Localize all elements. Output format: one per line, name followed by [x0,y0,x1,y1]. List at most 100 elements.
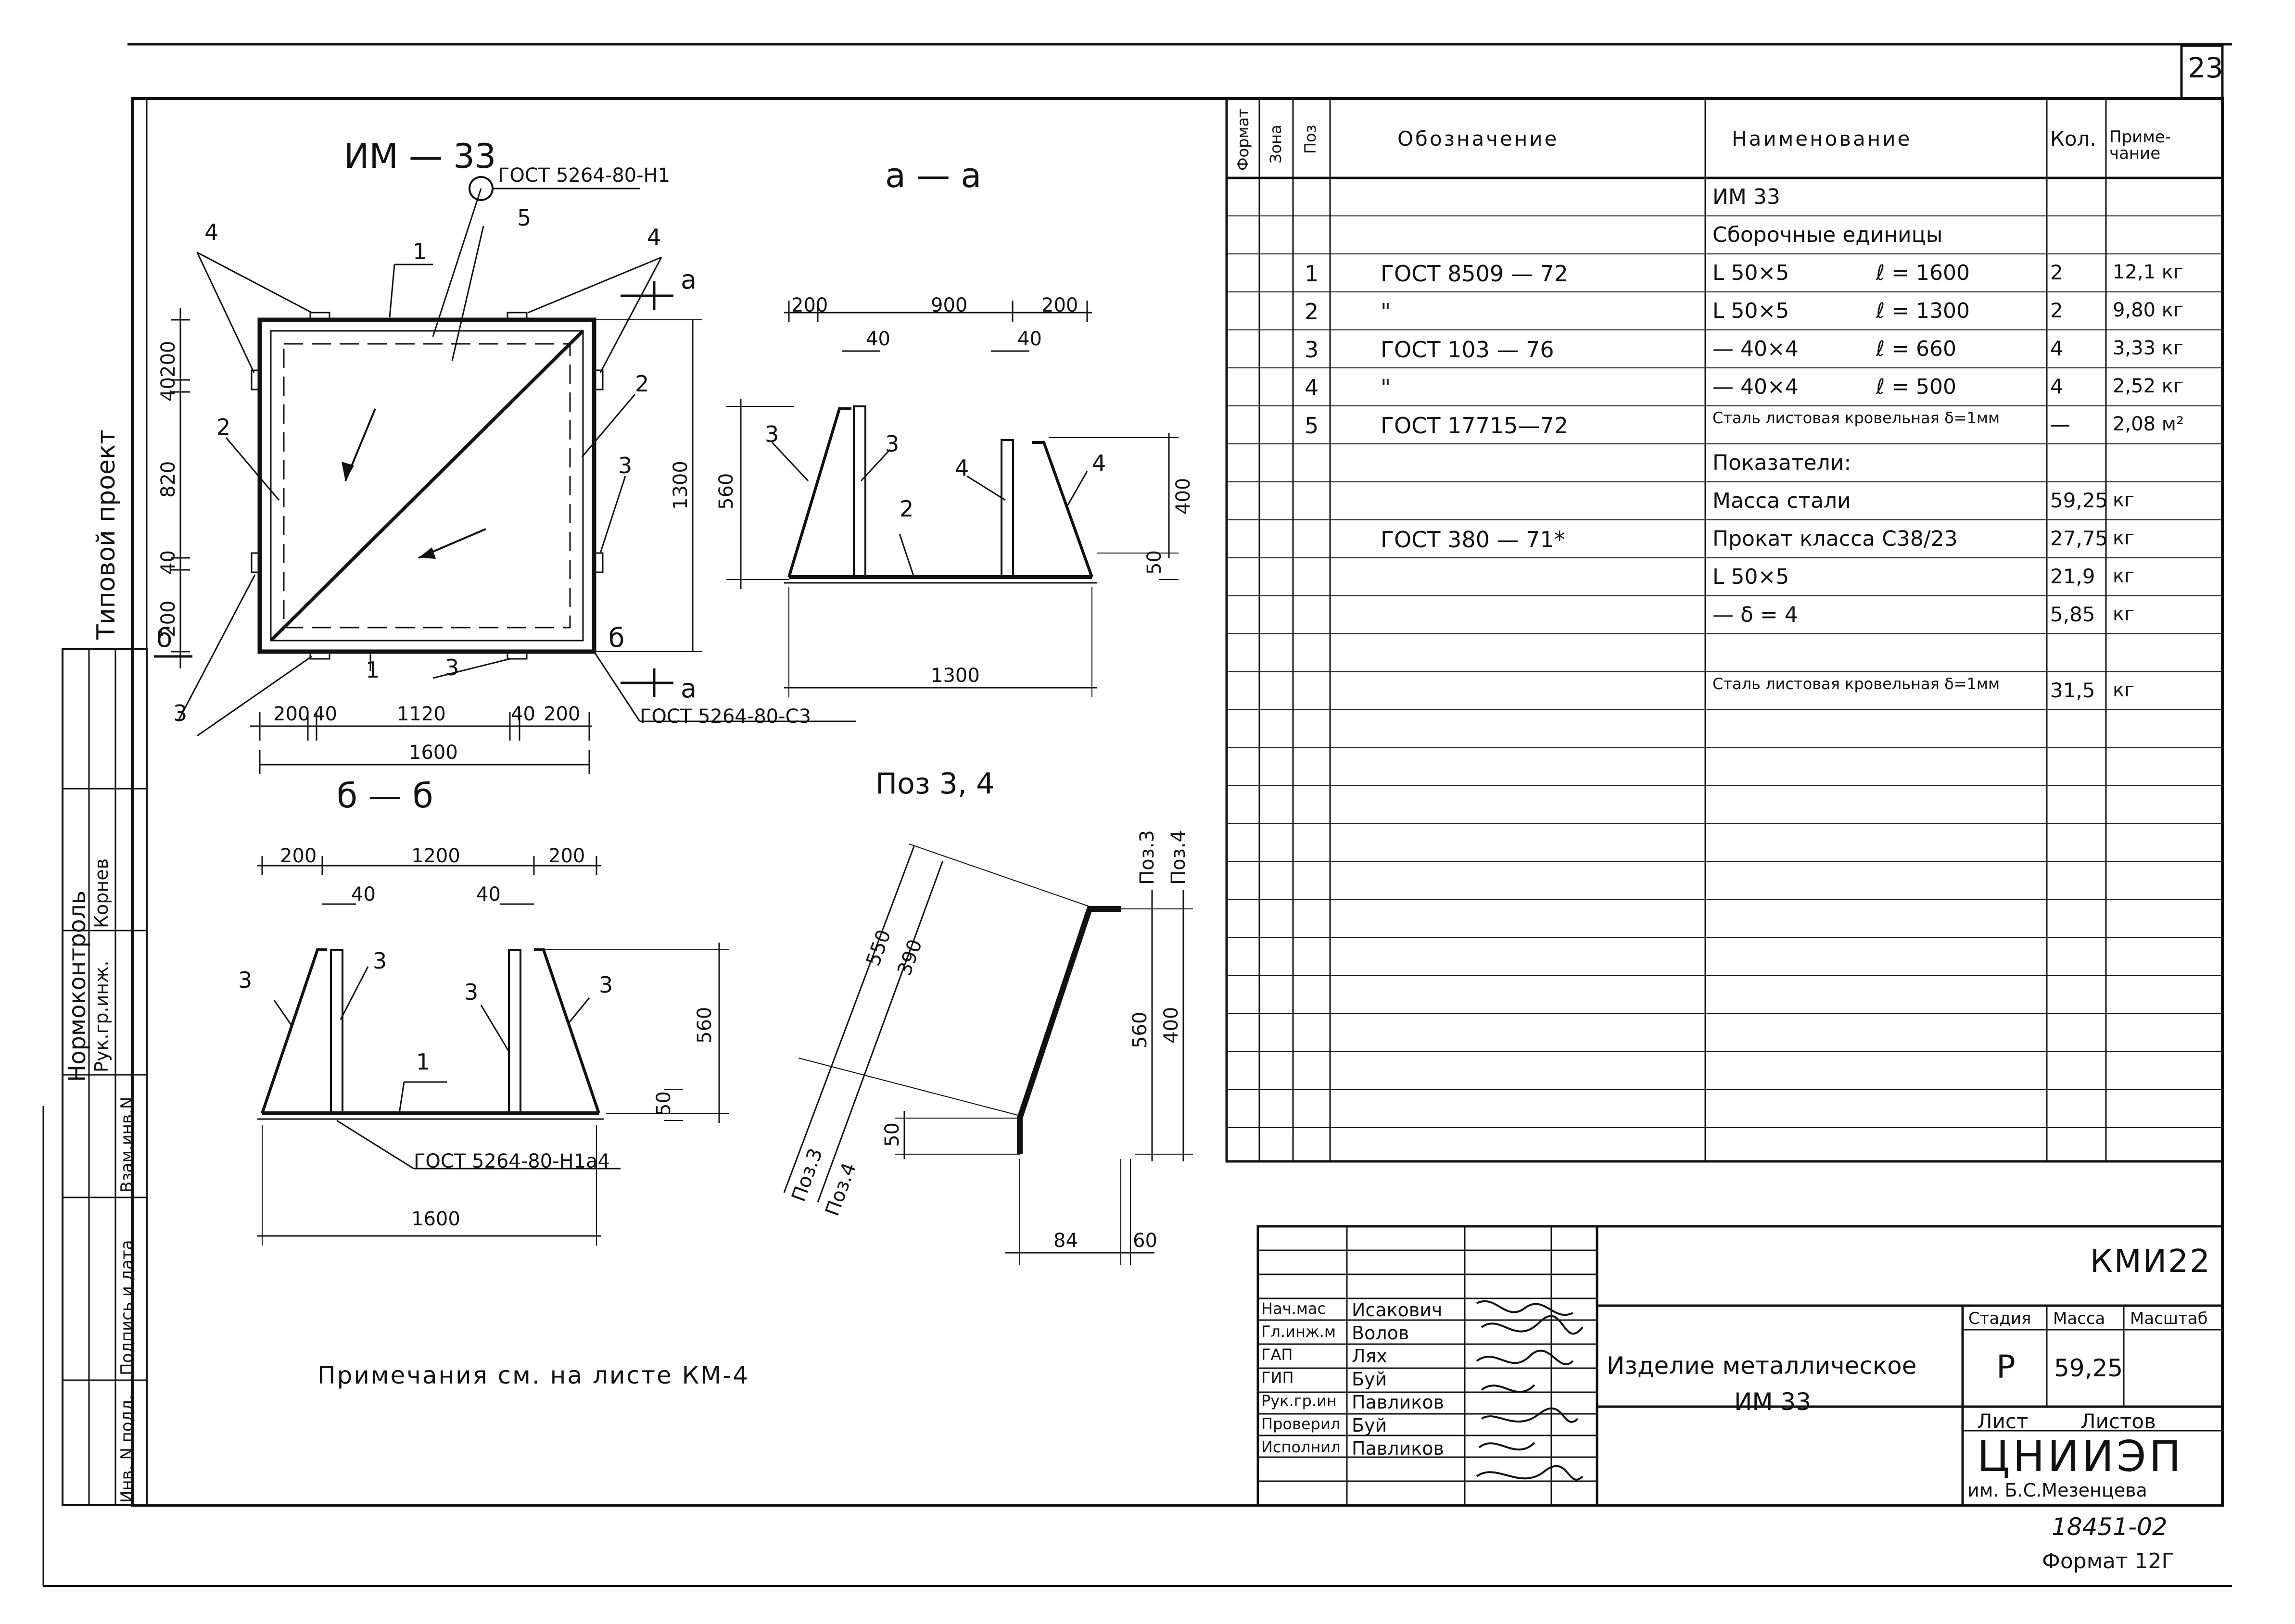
person-name: Павликов [1352,1392,1444,1413]
spec-cell-qty: 4 [2050,375,2063,398]
spec-header-qty: Кол. [2050,127,2096,151]
normocontrol-label: Нормоконтроль [64,890,91,1082]
bb-callout-3-a: 3 [238,967,253,993]
poz4-label-top: Поз.4 [1167,830,1190,885]
spec-cell-note: кг [2113,679,2135,701]
spec-cell-oboz: ГОСТ 380 — 71* [1381,527,1565,553]
spec-header-poz: Поз [1301,125,1319,154]
spec-cell-qty: 31,5 [2050,679,2095,702]
callout-3-bottom: 3 [445,655,459,680]
notes-text: Примечания см. на листе КМ-4 [317,1361,750,1389]
dim-aa-h2: 400 [1172,478,1194,515]
page-number: 23 [2188,51,2223,84]
spec-cell-note: кг [2113,565,2135,587]
product-line1: Изделие металлическое [1607,1352,1917,1380]
bb-callout-3-b: 3 [373,948,387,974]
strip-role-1: Взам.инв.N [117,1096,137,1193]
dim-main-w-0: 200 [273,703,310,725]
main-view-title: ИМ — 33 [344,137,496,176]
spec-cell-qty: 2 [2050,299,2063,322]
callout-4-left: 4 [204,219,219,245]
spec-cell-note: 3,33 кг [2113,337,2183,359]
spec-cell-name: Сталь листовая кровельная δ=1мм [1712,409,2000,427]
dim-bb-top-0: 200 [280,845,317,867]
spec-cell-poz: 2 [1305,299,1319,325]
spec-cell-poz: 3 [1305,337,1319,363]
spec-cell-name: Сборочные единицы [1712,223,1943,247]
stage-value: Р [1996,1348,2016,1385]
spec-cell-len: ℓ = 1300 [1876,299,1970,323]
strip-name-0: Корнев [91,858,112,928]
spec-header-note: Приме-чание [2109,127,2171,163]
dim-poz-w1: 84 [1053,1230,1078,1252]
section-b-title: б — б [337,776,433,816]
dim-main-w-2: 1120 [397,703,446,725]
dim-main-w-4: 200 [544,703,581,725]
spec-cell-note: кг [2113,527,2135,549]
person-name: Буй [1352,1369,1387,1390]
dim-main-w-1: 40 [313,703,337,725]
dim-poz-h1: 560 [1129,1011,1151,1048]
org-name: ЦНИИЭП [1977,1432,2184,1481]
person-name: Павликов [1352,1438,1444,1459]
person-role: ГАП [1261,1346,1293,1364]
dim-main-h-1: 40 [157,377,179,402]
aa-callout-3-left: 3 [765,421,779,447]
cut-b-left: б [156,623,173,653]
spec-cell-len: ℓ = 660 [1876,337,1956,361]
dim-aa-top-2: 200 [1041,294,1078,316]
dim-aa-w: 1300 [931,665,980,687]
sheets-label: Листов [2080,1410,2156,1433]
spec-cell-oboz: ГОСТ 103 — 76 [1381,337,1554,363]
spec-cell-oboz: ГОСТ 17715—72 [1381,413,1568,439]
signature-scribbles [1476,1300,1584,1481]
spec-cell-poz: 4 [1305,375,1319,401]
spec-cell-note: 2,52 кг [2113,375,2183,397]
strip-role-2: Подпись и дата [117,1240,137,1375]
dim-main-h-2: 820 [157,461,179,498]
spec-cell-len: ℓ = 1600 [1876,261,1970,285]
spec-cell-note: 9,80 кг [2113,299,2183,321]
dim-poz-w2: 60 [1133,1230,1157,1252]
inventory-number: 18451-02 [2052,1513,2168,1541]
spec-cell-name: — δ = 4 [1712,603,1798,627]
scale-label: Масштаб [2130,1309,2208,1328]
dim-poz-h3: 50 [881,1122,903,1147]
spec-cell-qty: — [2050,413,2070,436]
dim-main-h-0: 200 [157,340,179,378]
person-role: Проверил [1261,1415,1341,1433]
dim-main-w-3: 40 [511,703,535,725]
title-code: КМИ22 [2090,1243,2212,1280]
callout-2-right: 2 [635,371,649,397]
person-role: Нач.мас [1261,1299,1326,1318]
spec-cell-oboz: ГОСТ 8509 — 72 [1381,261,1568,287]
spec-cell-qty: 4 [2050,337,2063,360]
spec-cell-qty: 5,85 [2050,603,2095,626]
spec-cell-note: кг [2113,489,2135,511]
person-role: Рук.гр.ин [1261,1392,1337,1410]
spec-header-zone: Зона [1267,125,1285,164]
dim-poz-h2: 400 [1160,1007,1182,1044]
dim-aa-top-0: 200 [791,294,828,316]
spec-cell-qty: 21,9 [2050,565,2095,588]
bb-callout-1: 1 [416,1049,431,1075]
mass-value: 59,25 [2054,1354,2123,1382]
poz3-label-top: Поз.3 [1136,830,1158,885]
aa-callout-2: 2 [900,496,914,522]
dim-bb-small-1: 40 [476,883,501,906]
aa-callout-3-mid: 3 [885,431,900,457]
spec-cell-name: Прокат класса С38/23 [1712,527,1958,551]
dim-bb-w: 1600 [411,1208,460,1230]
spec-cell-name: — 40×4 [1712,337,1799,361]
dim-aa-h3: 50 [1143,550,1166,575]
person-name: Лях [1352,1346,1387,1367]
spec-cell-name: — 40×4 [1712,375,1799,399]
spec-cell-poz: 5 [1305,413,1319,439]
bb-callout-3-c: 3 [464,979,479,1005]
spec-cell-qty: 59,25 [2050,489,2108,512]
spec-header-name: Наименование [1732,127,1912,151]
spec-cell-name: L 50×5 [1712,565,1789,589]
spec-cell-name: Показатели: [1712,451,1851,475]
person-role: Исполнил [1261,1438,1341,1456]
